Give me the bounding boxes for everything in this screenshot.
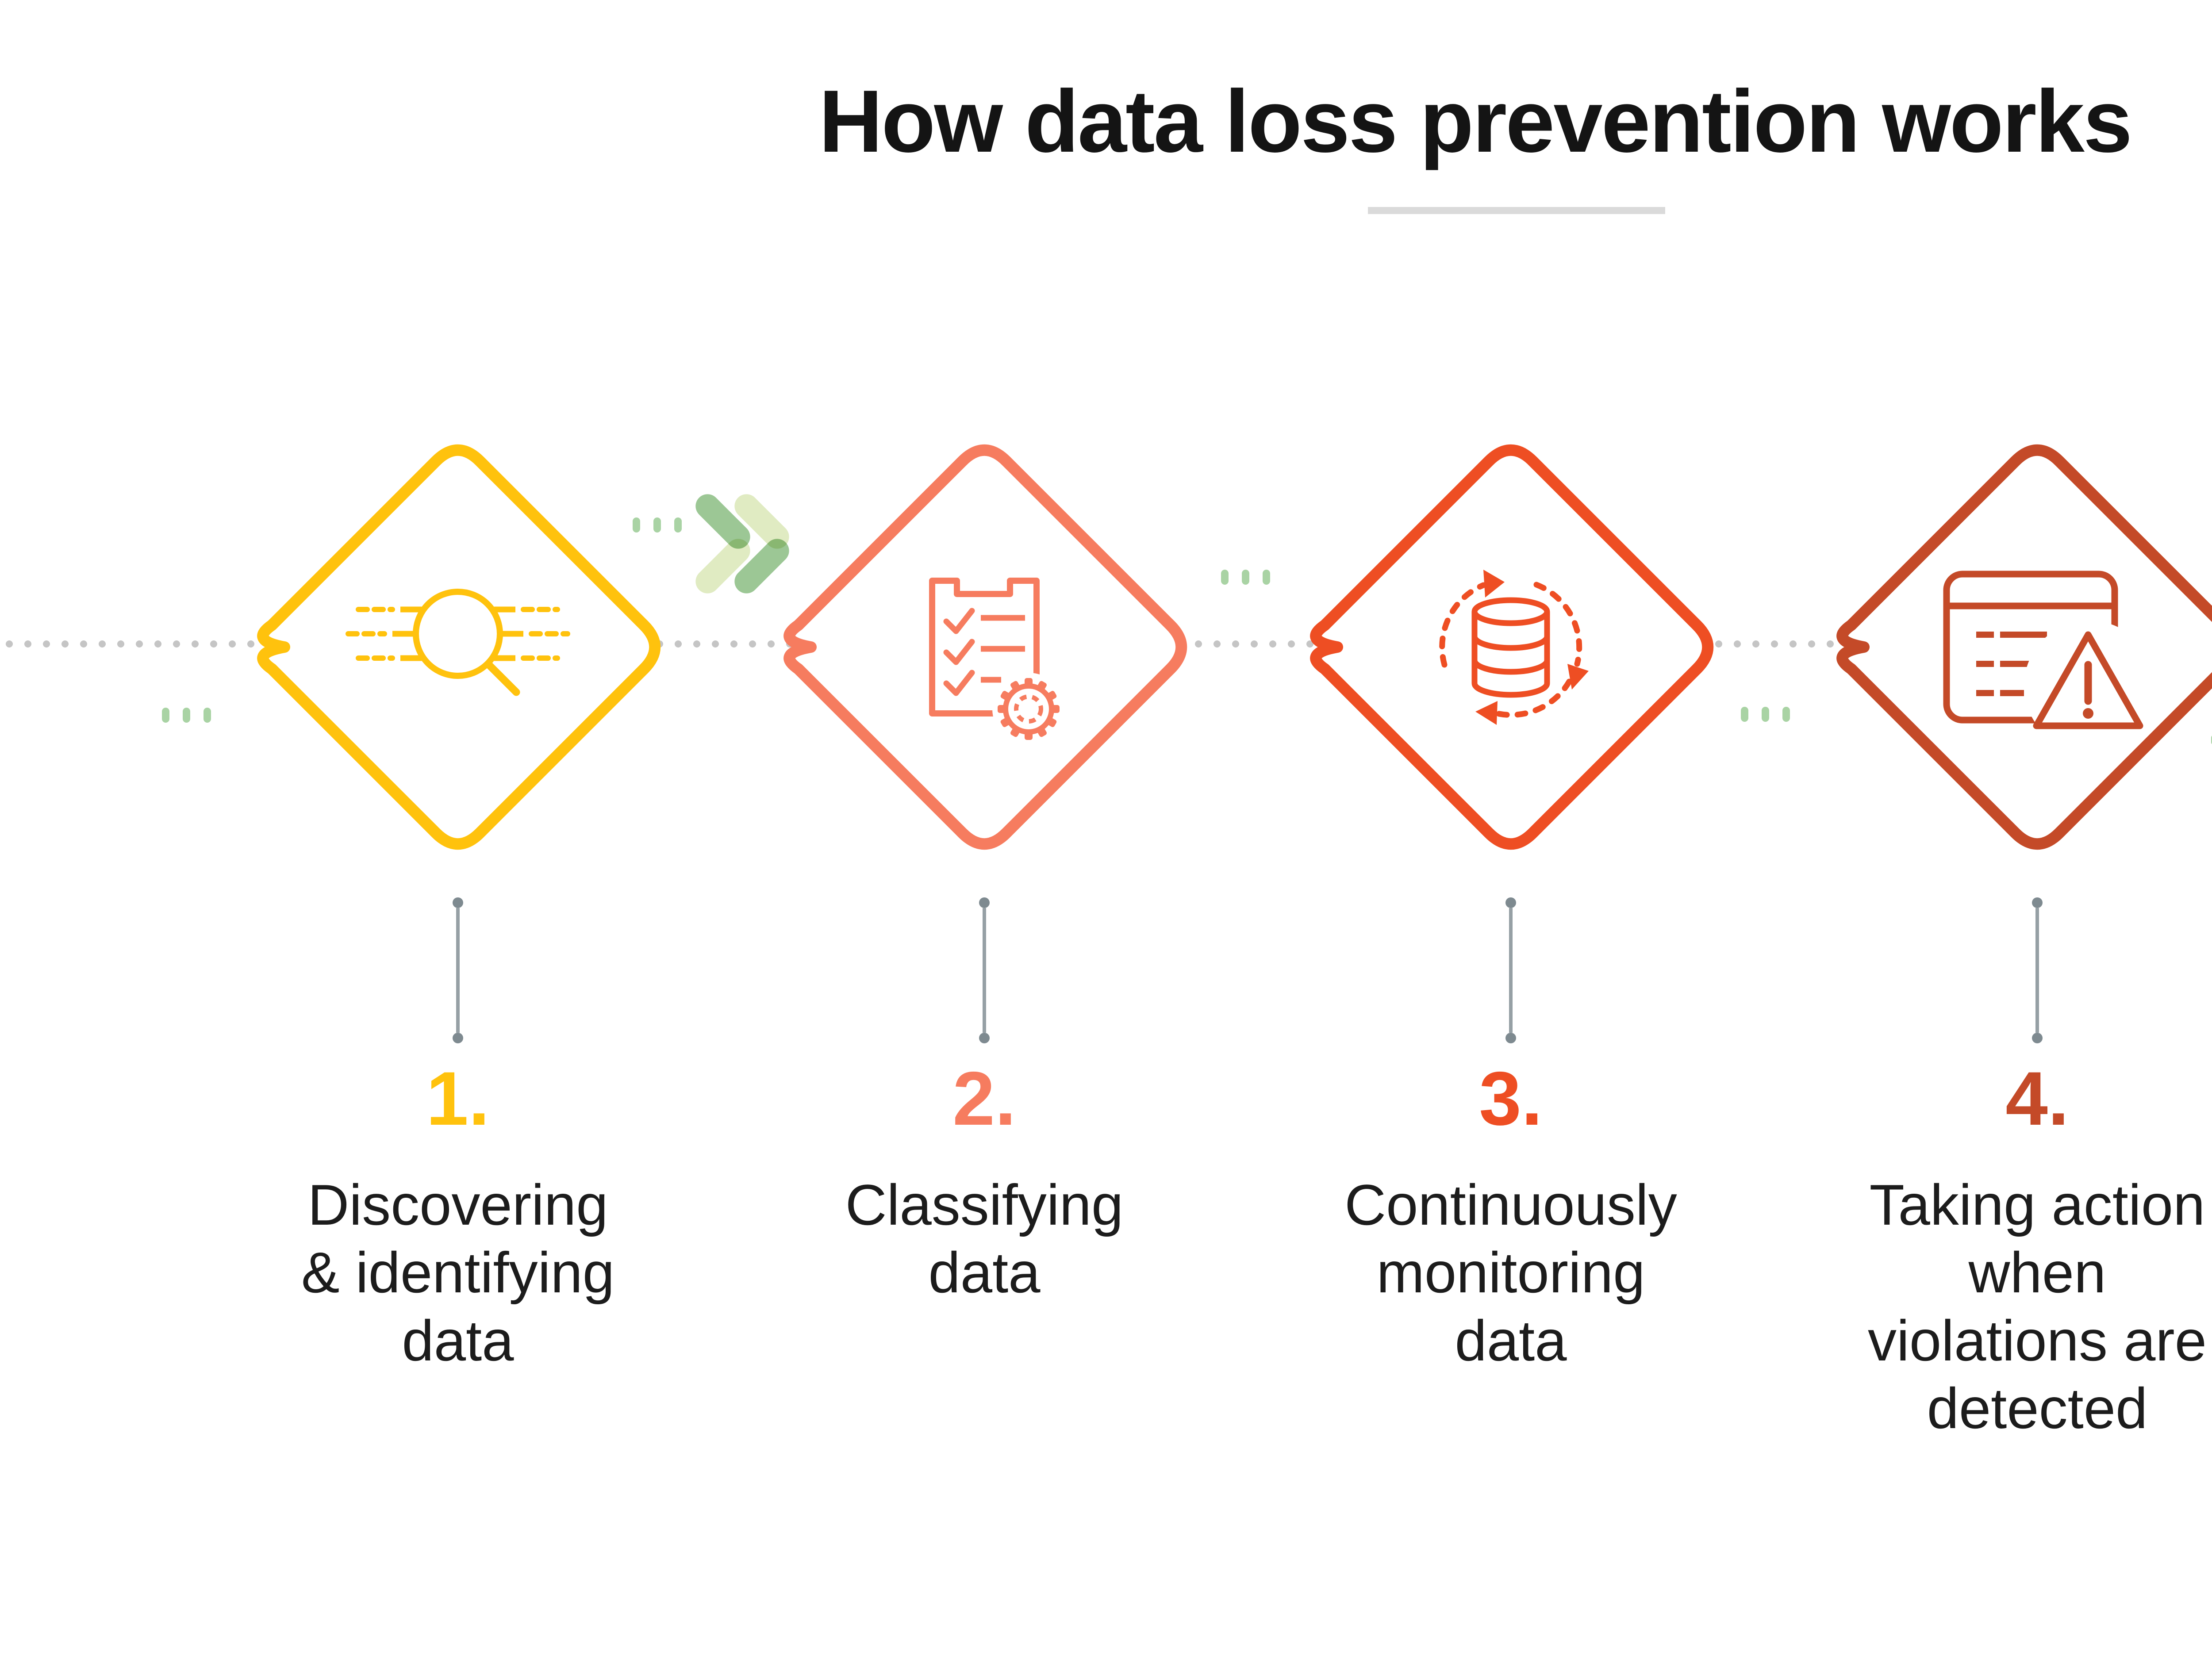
step-number: 2.: [952, 1056, 1016, 1141]
step-connector: [2032, 897, 2043, 1043]
step-connector: [1505, 897, 1516, 1043]
database-sync-icon: [1439, 570, 1589, 725]
window-alert-icon: [1943, 571, 2155, 751]
step-4-taking-action: 4. Taking action when violations are det…: [1798, 0, 2212, 1659]
step-1-discovering: 1. Discovering & identifying data: [219, 0, 697, 1659]
step-connector: [979, 897, 990, 1043]
step-number: 4.: [2005, 1056, 2069, 1141]
step-1-diamond: [257, 444, 661, 850]
step-3-monitoring: 3. Continuously monitoring data: [1272, 0, 1750, 1659]
step-2-classifying: 2. Classifying data: [745, 0, 1223, 1659]
step-2-diamond: [783, 444, 1187, 850]
step-label: Continuously monitoring data: [1344, 1172, 1677, 1373]
checklist-gear-icon: [929, 578, 1065, 745]
accent-dots: [633, 517, 682, 533]
accent-dots: [162, 708, 211, 723]
step-label: Taking action when violations are detect…: [1868, 1172, 2207, 1441]
step-label: Discovering & identifying data: [301, 1172, 615, 1373]
accent-dots: [2211, 735, 2212, 745]
accent-dots: [1221, 570, 1270, 585]
magnifier-scan-icon: [346, 589, 570, 696]
page-title: How data loss prevention works: [818, 72, 2132, 171]
accent-dots: [1741, 707, 1790, 722]
step-number: 3.: [1479, 1056, 1543, 1141]
step-4-diamond: [1836, 444, 2212, 850]
step-connector: [453, 897, 463, 1043]
step-number: 1.: [426, 1056, 490, 1141]
title-underline: [1368, 207, 1665, 214]
step-3-diamond: [1310, 444, 1714, 850]
step-label: Classifying data: [845, 1172, 1124, 1305]
